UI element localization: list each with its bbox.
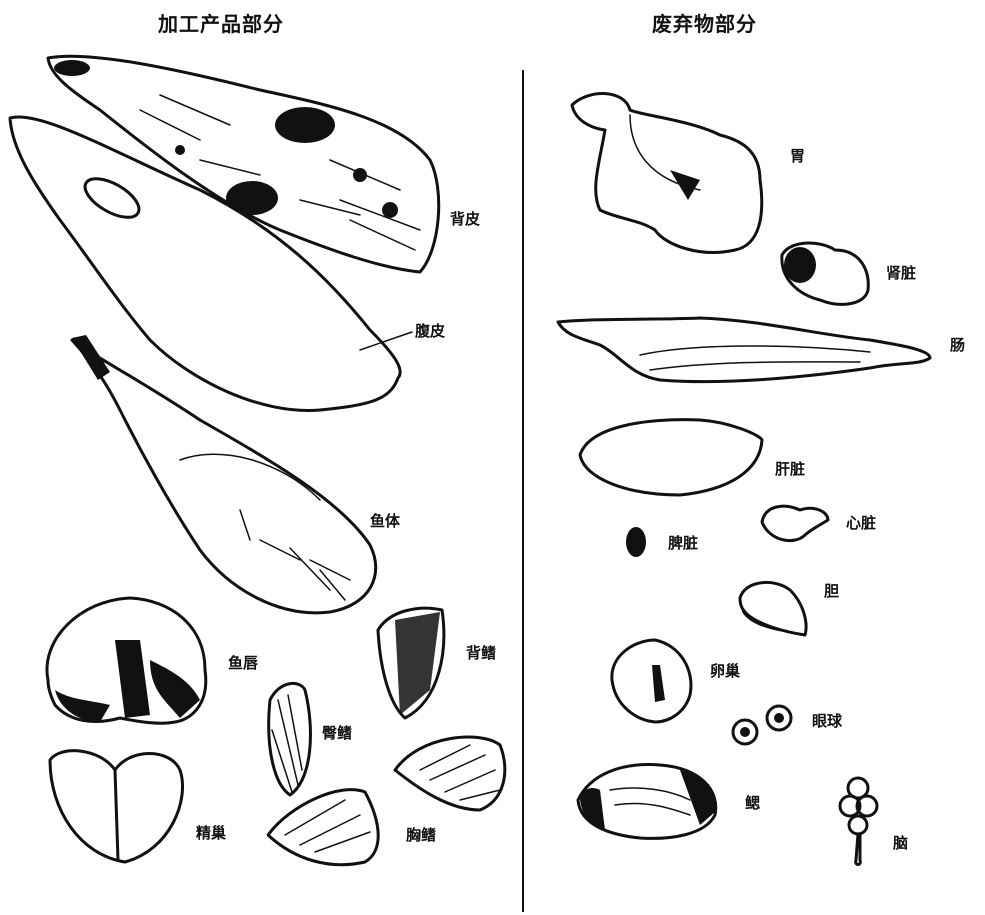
label-spleen: 脾脏	[668, 532, 698, 553]
label-pectoral-fin: 胸鳍	[406, 824, 436, 845]
pectoral-fin-drawing	[268, 737, 505, 865]
label-gill: 鳃	[745, 792, 760, 813]
label-ovary: 卵巢	[710, 660, 740, 681]
waste-header: 废弃物部分	[652, 8, 757, 37]
label-stomach: 胃	[790, 145, 805, 166]
label-gallbladder: 胆	[824, 580, 839, 601]
gill-drawing	[578, 765, 716, 839]
back-skin-drawing	[48, 56, 439, 272]
brain-drawing	[840, 778, 877, 865]
testis-drawing	[50, 751, 183, 862]
fish-lip-drawing	[47, 598, 206, 723]
label-brain: 脑	[893, 832, 908, 853]
belly-skin-drawing	[10, 117, 412, 411]
dorsal-fin-drawing	[378, 608, 444, 718]
label-kidney: 肾脏	[886, 262, 916, 283]
label-eyeball: 眼球	[812, 710, 842, 731]
label-fish-lip: 鱼唇	[228, 652, 258, 673]
ovary-drawing	[612, 640, 691, 722]
intestine-drawing	[558, 318, 930, 382]
stomach-drawing	[572, 94, 762, 253]
label-anal-fin: 臀鳍	[322, 722, 352, 743]
processed-products-header: 加工产品部分	[158, 8, 284, 37]
label-belly-skin: 腹皮	[415, 320, 445, 341]
label-heart: 心脏	[846, 512, 876, 533]
liver-drawing	[580, 420, 762, 495]
label-intestine: 肠	[950, 334, 965, 355]
fish-body-drawing	[72, 335, 376, 613]
gallbladder-drawing	[740, 582, 806, 635]
eyeball-drawing	[733, 706, 791, 744]
spleen-drawing	[626, 527, 646, 557]
kidney-drawing	[782, 243, 868, 304]
heart-drawing	[762, 506, 828, 540]
label-liver: 肝脏	[775, 458, 805, 479]
label-back-skin: 背皮	[450, 208, 480, 229]
label-dorsal-fin: 背鳍	[466, 642, 496, 663]
label-testis: 精巢	[196, 822, 226, 843]
anal-fin-drawing	[269, 683, 311, 795]
label-fish-body: 鱼体	[370, 510, 400, 531]
